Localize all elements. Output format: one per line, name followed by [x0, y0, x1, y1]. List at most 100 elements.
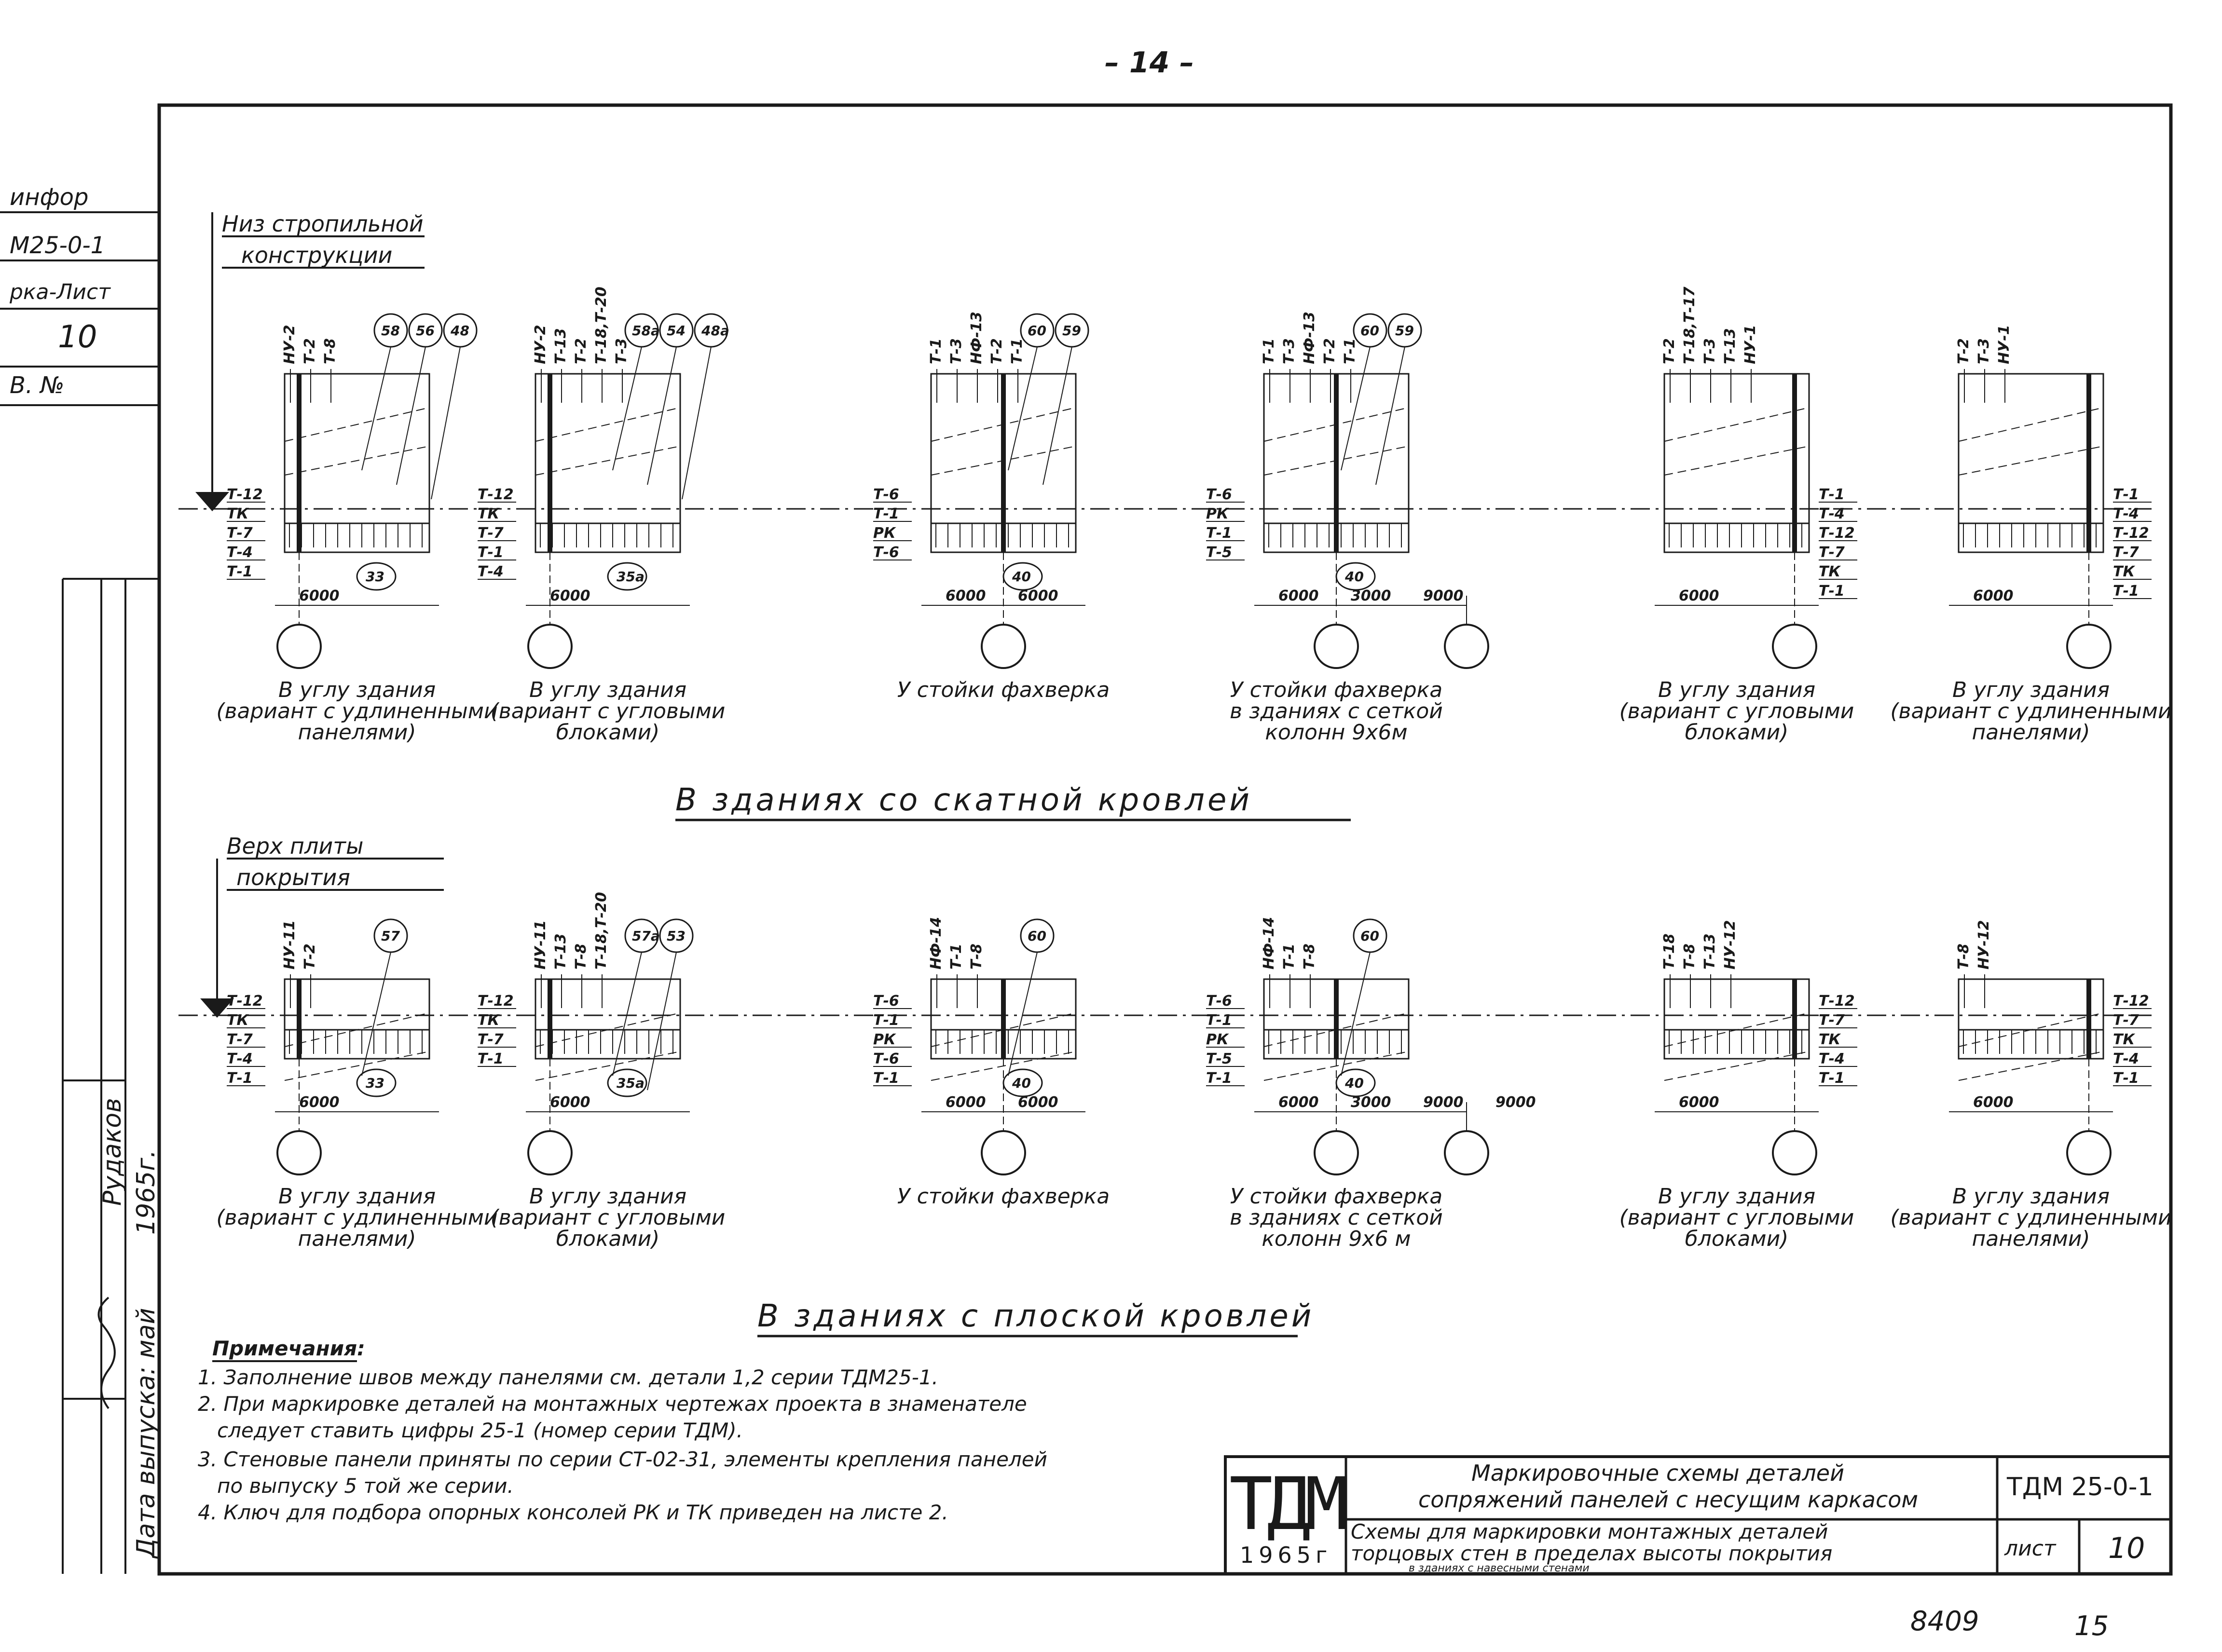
- detail-mark-leader: [1008, 346, 1038, 471]
- detail-mark-label: 59: [1395, 323, 1414, 339]
- roof-dash-line: [284, 1051, 430, 1081]
- scheme-caption-line: блоками): [1685, 1227, 1789, 1251]
- side-label: Т-4: [2113, 1051, 2139, 1067]
- title-block: ТДМ 1965г Маркировочные схемы деталей со…: [1224, 1455, 2172, 1575]
- side-label: ТК: [2113, 563, 2135, 580]
- detail-mark-leader: [396, 346, 426, 485]
- roof-dash-line: [1664, 446, 1810, 476]
- axis-bubble: [1772, 624, 1817, 669]
- detail-mark-label: 57а: [632, 928, 660, 944]
- side-label: Т-1: [227, 1070, 253, 1087]
- top-label: Т-2: [1955, 338, 1972, 364]
- side-year: 1965г.: [132, 1150, 161, 1235]
- scheme-caption-line: У стойки фахверка: [1230, 1184, 1442, 1209]
- side-label: Т-1: [2113, 486, 2139, 503]
- top-label: НФ-13: [1301, 312, 1318, 364]
- top-label: Т-1: [948, 943, 965, 969]
- roof-dash-line: [931, 446, 1076, 476]
- detail-mark-leader: [361, 952, 391, 1076]
- detail-mark-label: 58а: [632, 323, 660, 339]
- bottom-section-title: В зданиях с плоской кровлей: [757, 1298, 1314, 1334]
- roof-dash-line: [284, 446, 430, 476]
- top-label: Т-8: [1955, 943, 1972, 969]
- wall-panel: [1958, 978, 2104, 1060]
- side-label: Т-4: [1819, 1051, 1845, 1067]
- detail-mark-label: 48а: [701, 323, 729, 339]
- scheme-caption-line: В углу здания: [529, 1184, 686, 1209]
- side-label: Т-7: [1819, 1012, 1845, 1029]
- top-label: Т-2: [988, 338, 1005, 364]
- detail-mark-leader: [431, 346, 461, 500]
- sheet-frame: [157, 103, 2173, 1576]
- side-label: ТК: [1819, 563, 1841, 580]
- detail-mark-leader: [1341, 346, 1371, 471]
- side-label: Т-7: [1819, 544, 1845, 561]
- axis-bubble-secondary: [1444, 1130, 1489, 1175]
- dimension-label: 6000: [550, 587, 590, 604]
- bottom-mark-circle: [356, 562, 397, 591]
- detail-mark-label: 60: [1028, 928, 1046, 944]
- axis-bubble-secondary: [1444, 624, 1489, 669]
- top-label: НФ-13: [968, 312, 985, 364]
- side-label: ТК: [1819, 1031, 1841, 1048]
- side-label: Т-1: [1819, 486, 1845, 503]
- side-sheet-label: рка-Лист: [9, 280, 111, 304]
- roof-dash-line: [1263, 1012, 1409, 1047]
- top-section-title: В зданиях со скатной кровлей: [675, 782, 1252, 818]
- top-label: Т-13: [1722, 328, 1739, 364]
- side-sheet-number: 10: [58, 319, 97, 355]
- top-label: НФ-14: [928, 917, 945, 969]
- side-label: Т-4: [227, 1051, 253, 1067]
- side-label: Т-1: [1819, 583, 1845, 600]
- top-label: НУ-11: [281, 920, 298, 969]
- side-label: ТК: [478, 505, 500, 522]
- detail-mark-label: 56: [416, 323, 435, 339]
- axis-bubble: [527, 624, 573, 669]
- top-label: НУ-1: [1996, 325, 2013, 364]
- detail-mark-leader: [647, 952, 677, 1091]
- scheme-caption-line: блоками): [556, 1227, 660, 1251]
- roof-dash-line: [284, 407, 430, 442]
- archive-sub-number: 15: [2074, 1611, 2109, 1642]
- side-author: Рудаков: [98, 1098, 127, 1206]
- title-sub-line-2: торцовых стен в пределах высоты покрытия: [1351, 1542, 1832, 1565]
- top-label: Т-3: [613, 338, 630, 364]
- top-label: Т-1: [1261, 338, 1277, 364]
- detail-mark-leader: [1042, 346, 1072, 485]
- notes-heading: Примечания:: [212, 1337, 365, 1360]
- top-label: НУ-12: [1975, 920, 1992, 969]
- side-series: М25-0-1: [10, 232, 105, 259]
- bottom-mark-label: 35а: [617, 569, 645, 585]
- top-label: Т-13: [1701, 933, 1718, 969]
- title-series: ТДМ 25-0-1: [2006, 1473, 2153, 1502]
- roof-dash-line: [931, 407, 1076, 442]
- roof-dash-line: [1664, 1012, 1810, 1047]
- top-label: Т-2: [302, 943, 318, 969]
- detail-mark-label: 54: [667, 323, 686, 339]
- title-year: 1965г: [1240, 1542, 1332, 1568]
- side-label: ТК: [478, 1012, 500, 1029]
- scheme-caption-line: блоками): [1685, 720, 1789, 745]
- top-label: НУ-2: [281, 325, 298, 364]
- scheme-caption-line: В углу здания: [1952, 1184, 2110, 1209]
- title-sheet-label: лист: [2004, 1536, 2057, 1561]
- side-label: Т-12: [478, 486, 514, 503]
- dimension-label: 3000: [1351, 587, 1391, 604]
- dimension-label: 6000: [299, 1094, 340, 1111]
- wall-panel: [1958, 373, 2104, 553]
- scheme-caption-line: (вариант с удлиненными: [216, 699, 497, 724]
- scheme-caption-line: В углу здания: [278, 1184, 436, 1209]
- side-label: ТК: [227, 505, 249, 522]
- top-label: Т-18: [1661, 933, 1678, 969]
- side-label: Т-1: [873, 505, 899, 522]
- dimension-label: 6000: [1973, 587, 2014, 604]
- roof-dash-line: [1664, 1051, 1810, 1081]
- bottom-level-note-line2: покрытия: [236, 864, 350, 890]
- scheme-caption-line: колонн 9х6м: [1265, 720, 1407, 745]
- scheme-caption-line: (вариант с угловыми: [491, 699, 726, 724]
